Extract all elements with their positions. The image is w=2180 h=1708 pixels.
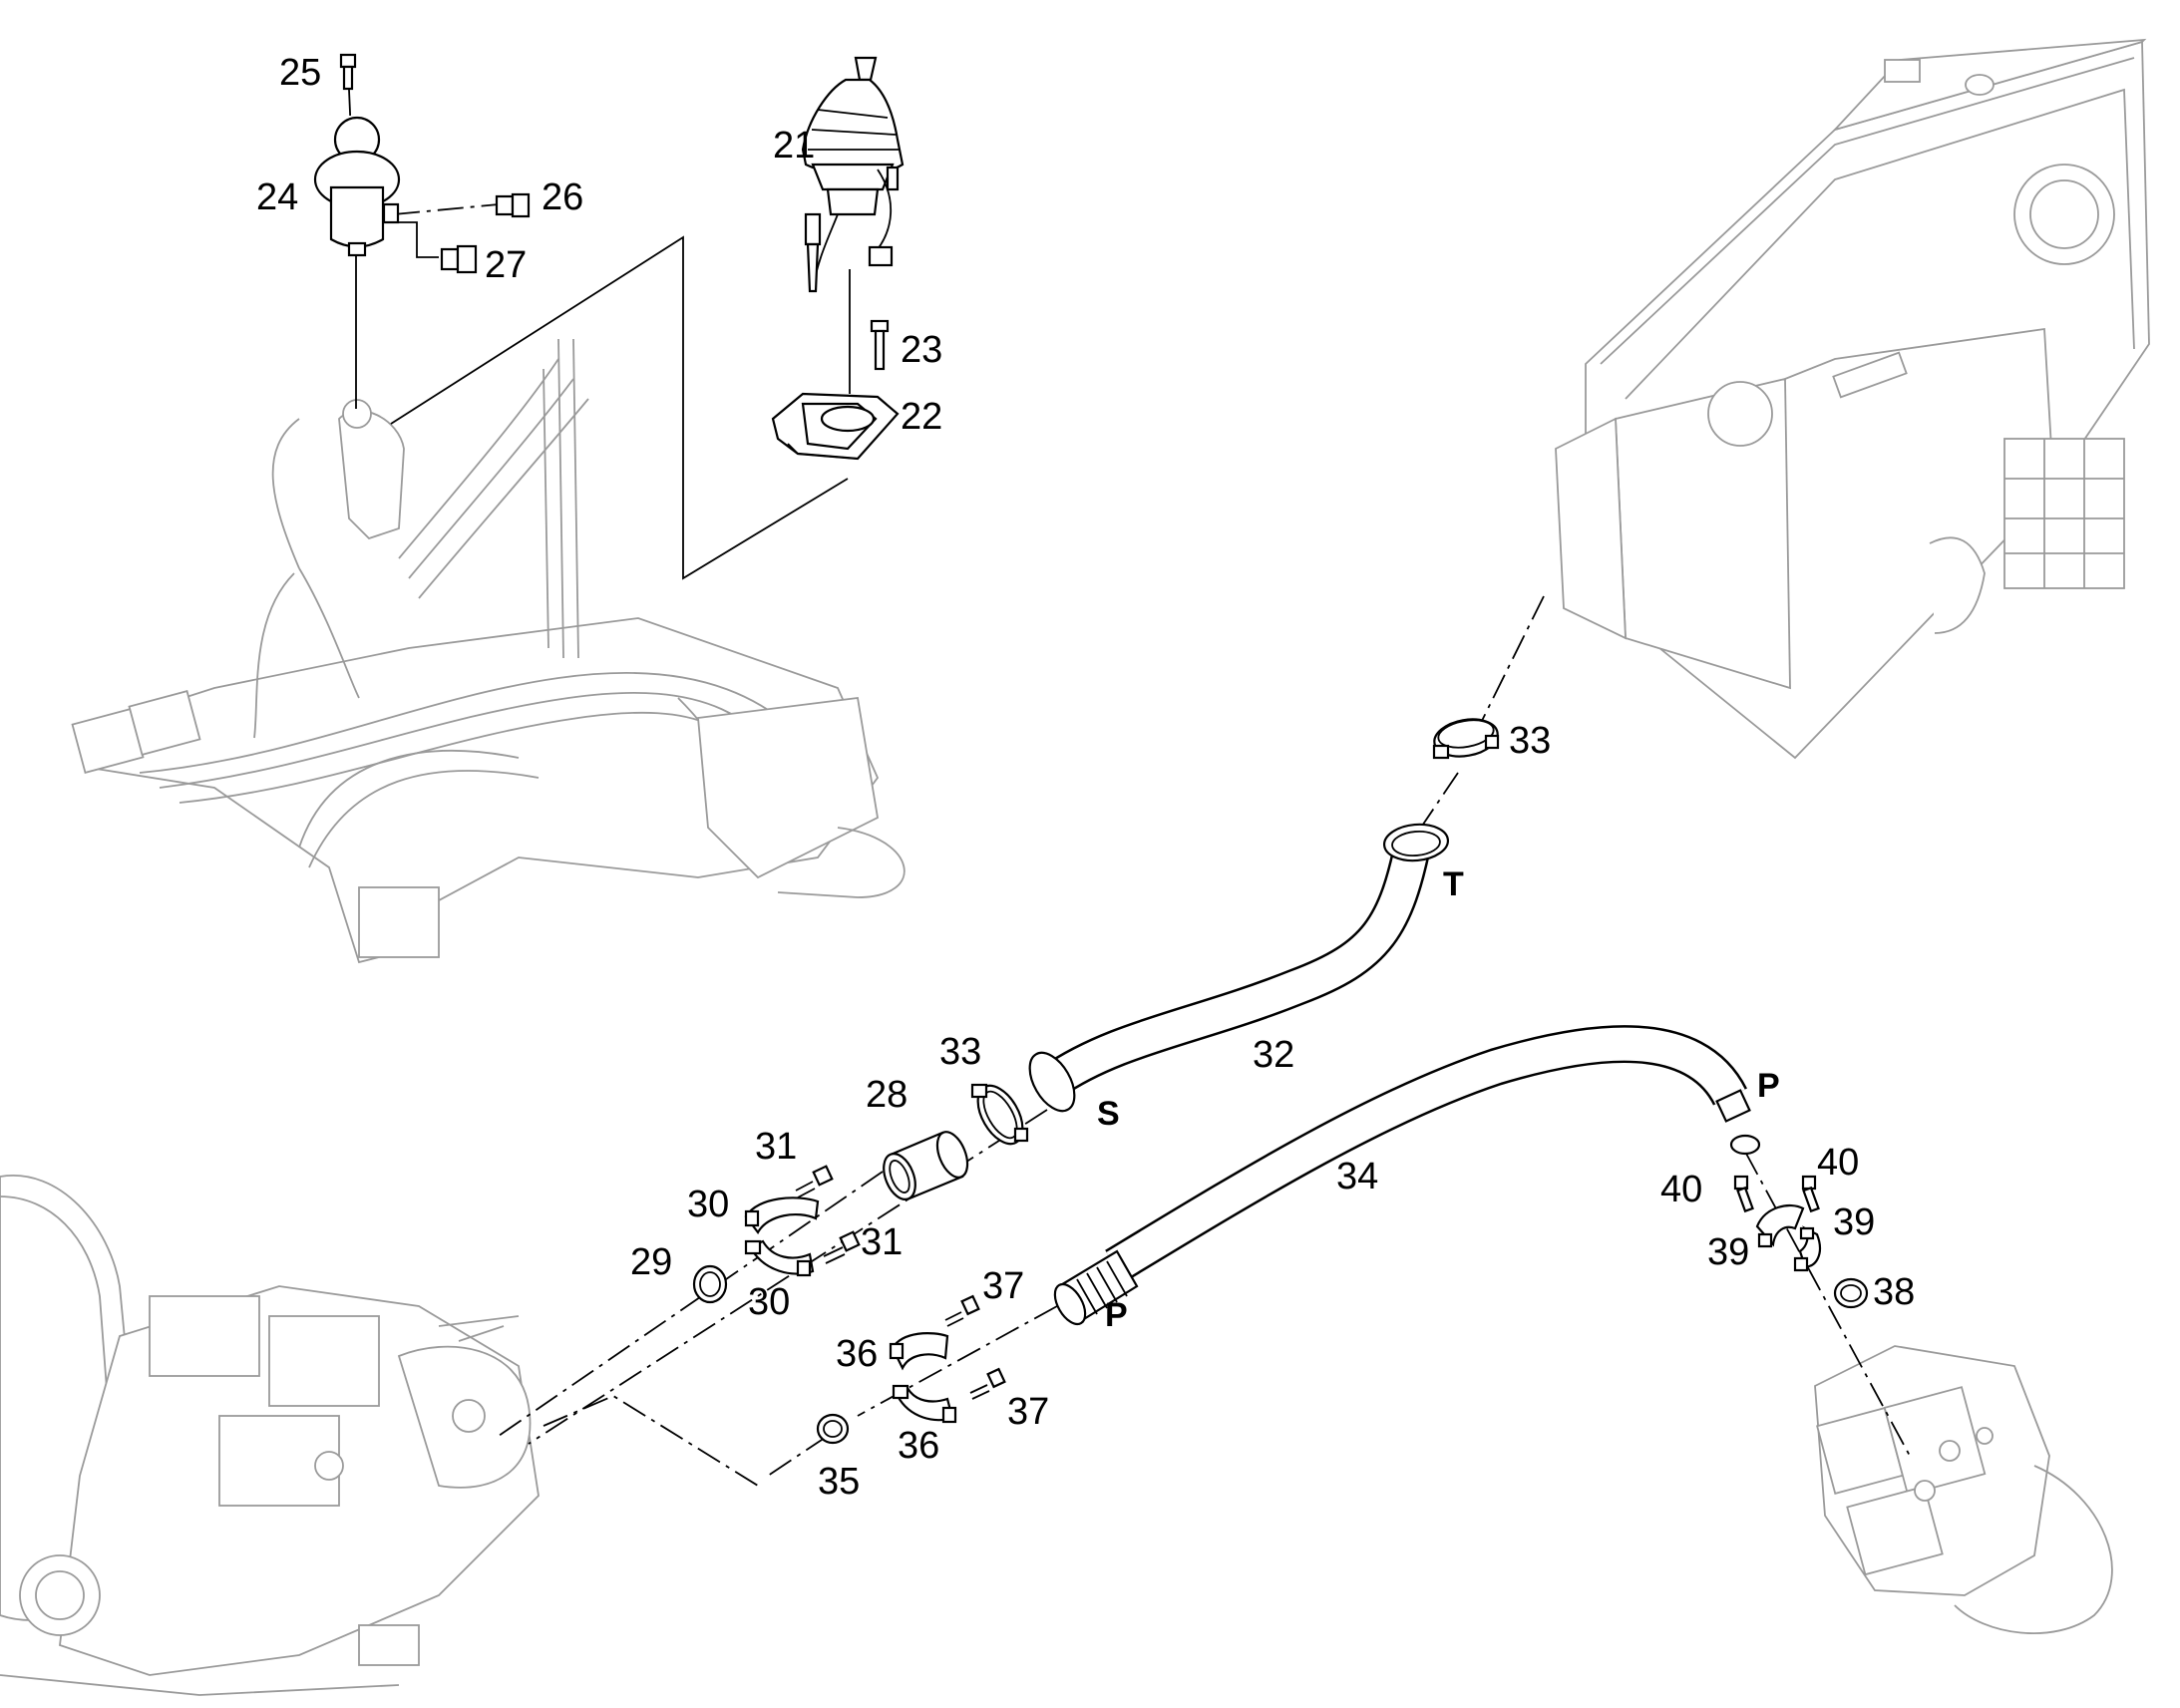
port-label-p-lower: P bbox=[1105, 1296, 1128, 1334]
callout-39-left: 39 bbox=[1707, 1231, 1749, 1273]
callout-30-upper: 30 bbox=[687, 1184, 729, 1225]
valve-block-context bbox=[1814, 1345, 2113, 1634]
part-40-screw-left bbox=[1733, 1175, 1754, 1213]
callout-28: 28 bbox=[866, 1074, 908, 1116]
part-33-hose-clamp-top bbox=[1432, 718, 1500, 760]
callout-21: 21 bbox=[773, 125, 815, 167]
part-30-flange-upper bbox=[744, 1196, 820, 1235]
part-35-o-ring bbox=[816, 1413, 850, 1445]
callout-24: 24 bbox=[256, 176, 298, 218]
callout-33-top: 33 bbox=[1509, 720, 1551, 762]
part-36-flange-upper bbox=[889, 1332, 949, 1371]
callout-40-right: 40 bbox=[1817, 1142, 1859, 1184]
callout-29: 29 bbox=[630, 1241, 672, 1283]
callout-labels: 21 22 23 24 25 26 27 28 29 30 30 31 31 3… bbox=[256, 52, 1915, 1503]
callout-36-lower: 36 bbox=[898, 1425, 939, 1467]
callout-33-middle: 33 bbox=[939, 1031, 981, 1073]
part-31-screw-upper bbox=[795, 1165, 834, 1198]
part-24-pilot-valve bbox=[313, 116, 401, 257]
hydraulic-tank-context bbox=[1555, 38, 2150, 760]
part-31-screw-lower bbox=[823, 1230, 861, 1264]
part-39-flange-right bbox=[1793, 1225, 1822, 1272]
part-32-suction-hose bbox=[1028, 823, 1450, 1113]
callout-35: 35 bbox=[818, 1461, 860, 1503]
part-21-joystick bbox=[801, 56, 905, 293]
control-valve-harness-context bbox=[71, 338, 906, 964]
part-33-hose-clamp-middle bbox=[970, 1083, 1029, 1146]
part-36-flange-lower bbox=[892, 1384, 957, 1424]
callout-37-lower: 37 bbox=[1007, 1391, 1049, 1433]
part-34-pressure-hose bbox=[1053, 1025, 1761, 1326]
callout-38: 38 bbox=[1873, 1271, 1915, 1313]
callout-31-lower: 31 bbox=[861, 1221, 903, 1263]
callout-32: 32 bbox=[1253, 1034, 1294, 1076]
port-labels: T S P P bbox=[1097, 865, 1780, 1334]
callout-30-lower: 30 bbox=[748, 1281, 790, 1323]
callout-40-left: 40 bbox=[1660, 1169, 1702, 1210]
part-37-screw-lower bbox=[969, 1367, 1006, 1400]
part-38-o-ring bbox=[1833, 1277, 1869, 1309]
callout-22: 22 bbox=[901, 396, 942, 438]
part-27-fitting bbox=[440, 244, 478, 274]
callout-26: 26 bbox=[542, 176, 583, 218]
port-label-p-upper: P bbox=[1757, 1067, 1780, 1105]
part-37-screw-upper bbox=[944, 1294, 980, 1327]
callout-23: 23 bbox=[901, 329, 942, 371]
callout-31-upper: 31 bbox=[755, 1126, 797, 1168]
port-label-s: S bbox=[1097, 1095, 1120, 1133]
part-39-flange-left bbox=[1755, 1203, 1805, 1248]
part-30-flange-lower bbox=[744, 1239, 815, 1277]
part-26-fitting bbox=[495, 192, 531, 218]
part-22-bracket bbox=[771, 392, 900, 461]
part-29-o-ring bbox=[692, 1264, 728, 1304]
part-25-screw bbox=[339, 53, 357, 91]
part-23-screw bbox=[870, 319, 890, 371]
pump-engine-context bbox=[0, 1175, 540, 1696]
callout-39-right: 39 bbox=[1833, 1201, 1875, 1243]
callout-27: 27 bbox=[485, 244, 527, 286]
callout-34: 34 bbox=[1336, 1156, 1378, 1197]
callout-36-upper: 36 bbox=[836, 1333, 878, 1375]
callout-25: 25 bbox=[279, 52, 321, 94]
part-40-screw-right bbox=[1801, 1175, 1820, 1213]
part-28-sleeve bbox=[883, 1131, 969, 1200]
port-label-t: T bbox=[1443, 865, 1464, 903]
callout-37-upper: 37 bbox=[982, 1265, 1024, 1307]
